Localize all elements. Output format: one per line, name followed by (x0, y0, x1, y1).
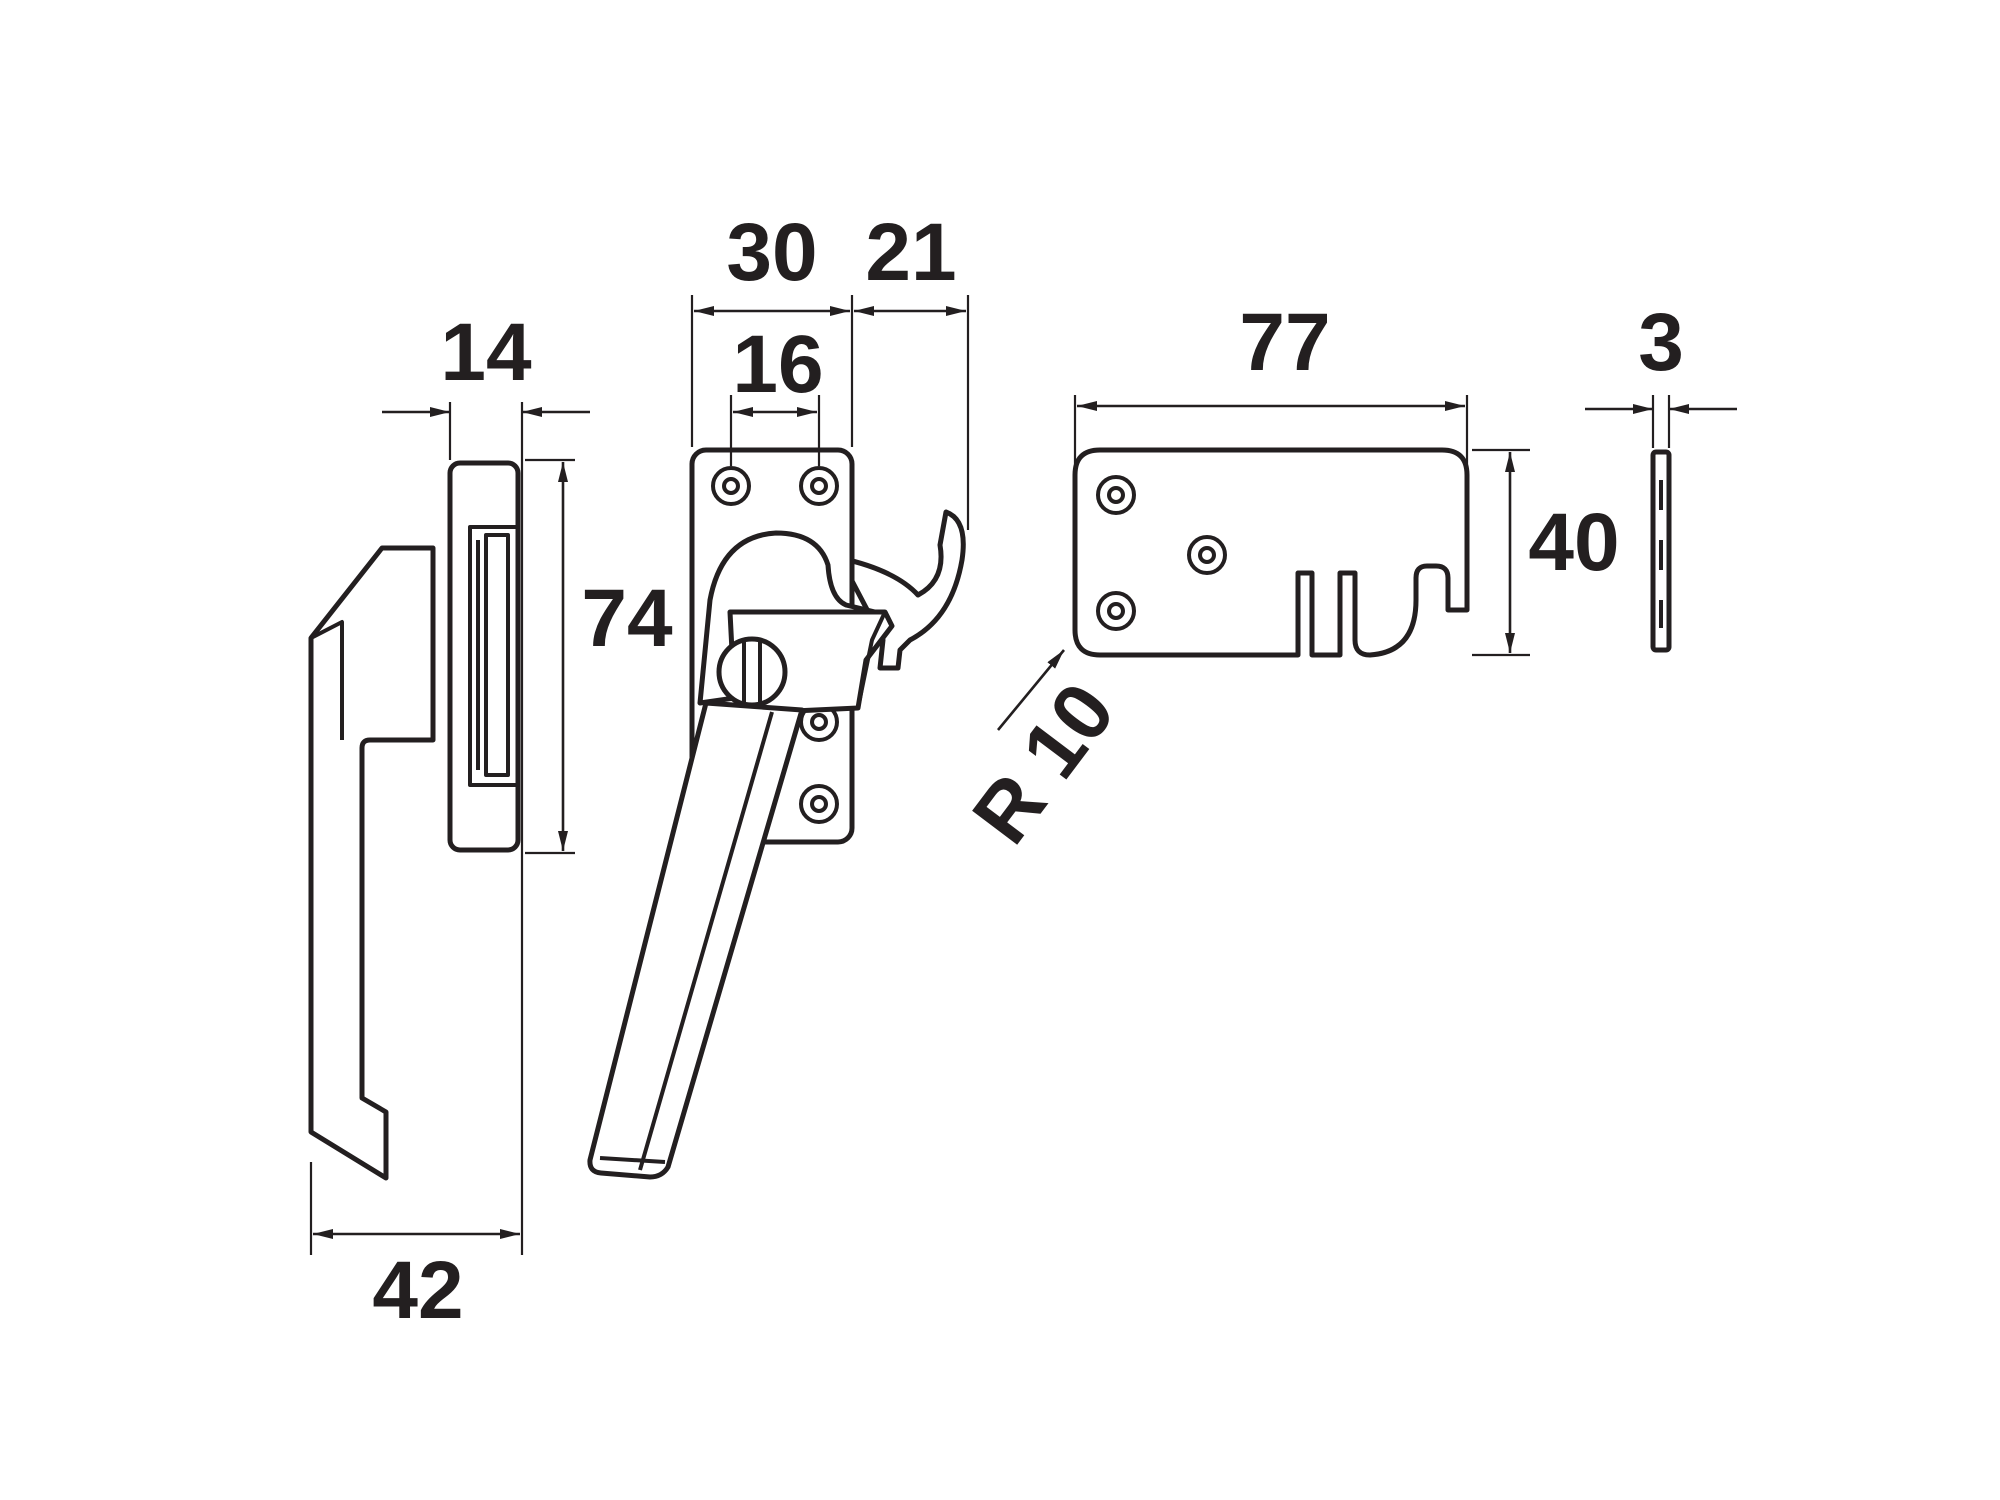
dim-14-label: 14 (440, 307, 532, 398)
front-lever-arm (587, 700, 805, 1180)
dim-21-label: 21 (865, 207, 956, 298)
dim-r10-label: R 10 (956, 667, 1133, 860)
front-view: 30 21 16 (587, 207, 970, 1180)
side-handle-profile (308, 545, 436, 1181)
dim-3-label: 3 (1638, 297, 1684, 388)
front-hook (837, 509, 966, 671)
screw-top-right (799, 466, 839, 506)
front-lever-head-bevel (856, 611, 887, 709)
keep-plate (1072, 447, 1470, 658)
dim-40-label: 40 (1528, 497, 1619, 588)
front-lever-tip (599, 1156, 666, 1164)
pivot-screw (716, 636, 788, 708)
side-base-inner-recess (468, 525, 520, 787)
dim-42-label: 42 (372, 1245, 463, 1336)
keep-screw-bottom (1096, 591, 1136, 631)
dim-77-label: 77 (1239, 297, 1330, 388)
screw-bottom (799, 784, 839, 824)
keep-edge-view: 3 (1585, 297, 1737, 653)
dim-16-label: 16 (732, 319, 823, 410)
keep-screw-top (1096, 475, 1136, 515)
keep-plate-view: 77 40 R 10 (956, 297, 1620, 860)
keep-screw-center (1187, 535, 1227, 575)
side-view: 14 74 42 (308, 307, 673, 1336)
front-lever-arm-edge (638, 711, 774, 1171)
dim-30-label: 30 (726, 207, 817, 298)
side-handle-bevel (310, 620, 344, 740)
screw-top-left (711, 466, 751, 506)
dim-r10-leader (996, 649, 1066, 731)
dim-74-label: 74 (581, 573, 673, 664)
side-base-slot (484, 533, 510, 777)
